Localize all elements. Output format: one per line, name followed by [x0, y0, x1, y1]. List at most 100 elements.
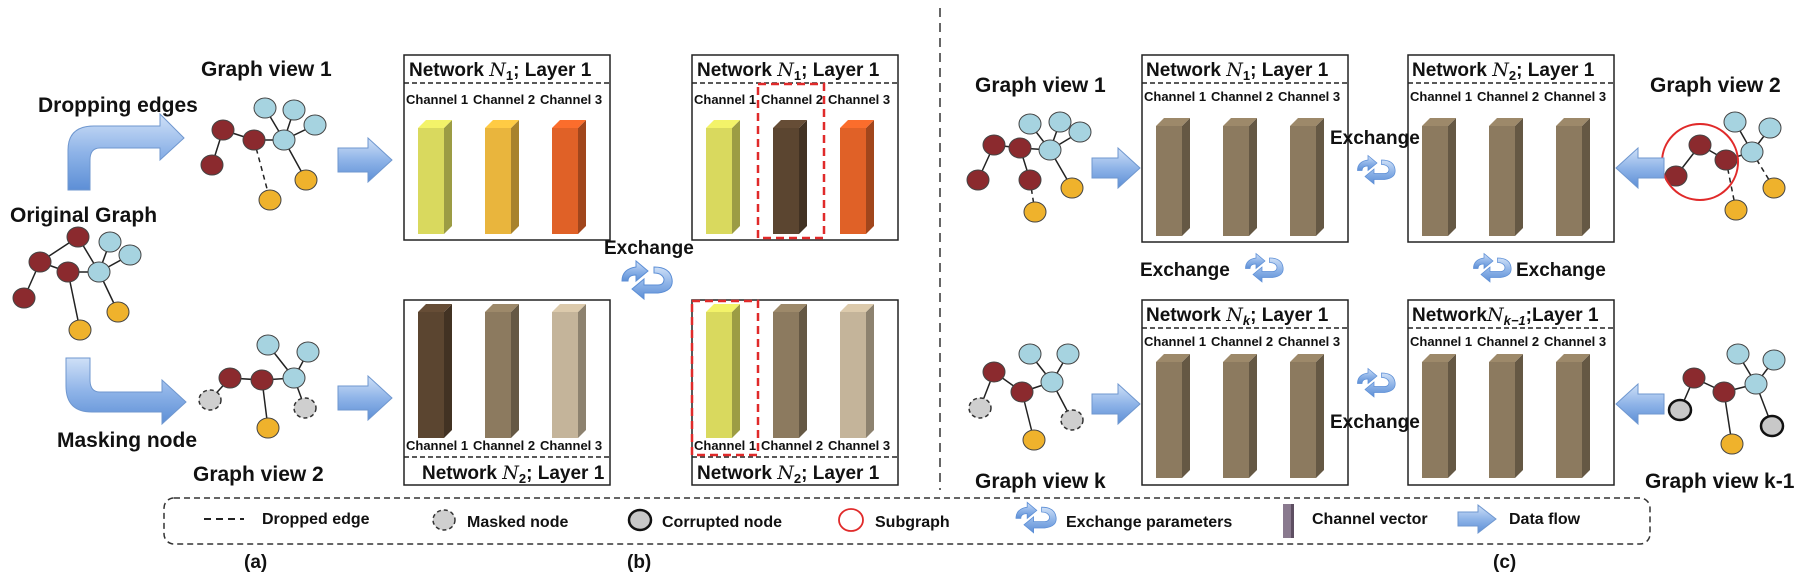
svg-text:Network N1; Layer 1: Network N1; Layer 1	[697, 59, 880, 83]
data-flow-arrow-icon	[337, 374, 393, 422]
channel-bar	[1156, 354, 1190, 478]
channel-bar	[1556, 118, 1590, 236]
exchange-parameters-icon	[1015, 501, 1057, 534]
caption-c: (c)	[1493, 552, 1516, 573]
graph-view-1-a	[200, 97, 327, 211]
channel-bar	[1290, 354, 1324, 478]
graph-view-2-label-a: Graph view 2	[193, 463, 324, 486]
svg-text:Channel 3: Channel 3	[828, 92, 890, 107]
svg-text:Channel 1: Channel 1	[1144, 89, 1206, 104]
svg-text:Network N2; Layer 1: Network N2; Layer 1	[697, 462, 880, 486]
original-graph-label: Original Graph	[10, 204, 157, 227]
svg-text:Channel 2: Channel 2	[1211, 334, 1273, 349]
legend-box	[163, 497, 1651, 545]
channel-bar	[1290, 118, 1324, 236]
data-flow-icon	[1457, 503, 1497, 535]
curved-arrow-up-icon	[67, 112, 185, 191]
subgraph-icon	[838, 508, 864, 532]
exchange-label-b: Exchange	[604, 238, 694, 259]
exchange-icon	[621, 259, 673, 301]
svg-text:Channel 3: Channel 3	[540, 92, 602, 107]
channel-bar	[485, 120, 519, 234]
curved-arrow-down-icon	[65, 357, 187, 426]
channel-bar	[840, 304, 874, 438]
channel-bar	[485, 304, 519, 438]
original-graph	[12, 226, 142, 341]
svg-text:Network N2; Layer 1: Network N2; Layer 1	[1412, 59, 1595, 83]
svg-text:Network Nk; Layer 1: Network Nk; Layer 1	[1146, 304, 1329, 328]
svg-text:Channel 1: Channel 1	[406, 92, 468, 107]
corrupted-node-icon	[627, 508, 653, 532]
svg-text:Channel 3: Channel 3	[1278, 334, 1340, 349]
legend-exchange-parameters: Exchange parameters	[1066, 514, 1232, 531]
channel-bar	[706, 304, 740, 438]
svg-text:Channel 2: Channel 2	[473, 92, 535, 107]
legend-subgraph: Subgraph	[875, 514, 950, 531]
svg-text:Channel 3: Channel 3	[828, 438, 890, 453]
graph-view-1-label-a: Graph view 1	[201, 58, 332, 81]
svg-text:Channel 1: Channel 1	[694, 438, 756, 453]
legend-channel-vector: Channel vector	[1312, 511, 1428, 528]
channel-bar	[1156, 118, 1190, 236]
svg-text:Channel 3: Channel 3	[1278, 89, 1340, 104]
legend-masked-node: Masked node	[467, 514, 568, 531]
exchange-label-c-right: Exchange	[1516, 260, 1606, 281]
panel-c: Graph view 1 Graph view 2 Graph view k G…	[966, 54, 1795, 573]
svg-text:Channel 2: Channel 2	[761, 92, 823, 107]
exchanged-channel-highlight	[756, 82, 826, 240]
dropping-edges-label: Dropping edges	[38, 94, 198, 117]
svg-text:Channel 2: Channel 2	[1477, 334, 1539, 349]
svg-text:NetworkNk−1;Layer 1: NetworkNk−1;Layer 1	[1412, 304, 1599, 328]
channel-bar	[552, 304, 586, 438]
graph-view-k1-label: Graph view k-1	[1645, 470, 1795, 493]
svg-text:Channel 1: Channel 1	[406, 438, 468, 453]
graph-view-2-label-c: Graph view 2	[1650, 74, 1781, 97]
panel-a: Dropping edges Graph view 1 Original Gra…	[10, 58, 393, 573]
data-flow-arrow-icon	[1615, 146, 1665, 190]
data-flow-arrow-icon	[1091, 146, 1141, 190]
channel-bar	[840, 120, 874, 234]
channel-bar	[773, 120, 807, 234]
legend-data-flow: Data flow	[1509, 511, 1581, 528]
graph-view-1-label-c: Graph view 1	[975, 74, 1106, 97]
channel-bar	[1223, 118, 1257, 236]
channel-bar	[1489, 118, 1523, 236]
data-flow-arrow-icon	[1091, 382, 1141, 426]
svg-text:Channel 1: Channel 1	[694, 92, 756, 107]
exchange-label-c-top: Exchange	[1330, 128, 1420, 149]
channel-bar	[773, 304, 807, 438]
masked-node-icon	[432, 509, 456, 531]
masking-node-label: Masking node	[57, 429, 197, 452]
exchange-icon	[1245, 252, 1284, 283]
exchange-label-c-left: Exchange	[1140, 260, 1230, 281]
data-flow-arrow-icon	[337, 136, 393, 184]
caption-b: (b)	[627, 552, 651, 573]
channel-bar	[1223, 354, 1257, 478]
channel-bar	[1556, 354, 1590, 478]
graph-view-k	[968, 343, 1084, 451]
exchange-icon	[1473, 252, 1512, 283]
exchange-label-c-bottom: Exchange	[1330, 412, 1420, 433]
svg-text:Channel 2: Channel 2	[1477, 89, 1539, 104]
graph-view-2-a	[198, 334, 320, 439]
channel-bar	[706, 120, 740, 234]
svg-text:Channel 2: Channel 2	[1211, 89, 1273, 104]
svg-text:Channel 2: Channel 2	[473, 438, 535, 453]
graph-view-1-c	[966, 111, 1092, 223]
channel-bar	[1489, 354, 1523, 478]
graph-view-k-label: Graph view k	[975, 470, 1106, 493]
exchanged-channel-highlight	[690, 299, 760, 457]
exchange-icon	[1357, 154, 1396, 185]
channel-bar	[1422, 354, 1456, 478]
net-title-n1-left: Network N1; Layer 1	[409, 59, 592, 83]
graph-view-k1	[1667, 343, 1786, 455]
channel-vector-icon	[1283, 504, 1294, 538]
legend-dropped-edge: Dropped edge	[262, 511, 370, 528]
legend-corrupted-node: Corrupted node	[662, 514, 782, 531]
exchange-icon	[1357, 367, 1396, 398]
svg-text:Channel 3: Channel 3	[1544, 89, 1606, 104]
svg-text:Network N1; Layer 1: Network N1; Layer 1	[1146, 59, 1329, 83]
data-flow-arrow-icon	[1615, 382, 1665, 426]
graph-view-2-c	[1661, 111, 1786, 221]
